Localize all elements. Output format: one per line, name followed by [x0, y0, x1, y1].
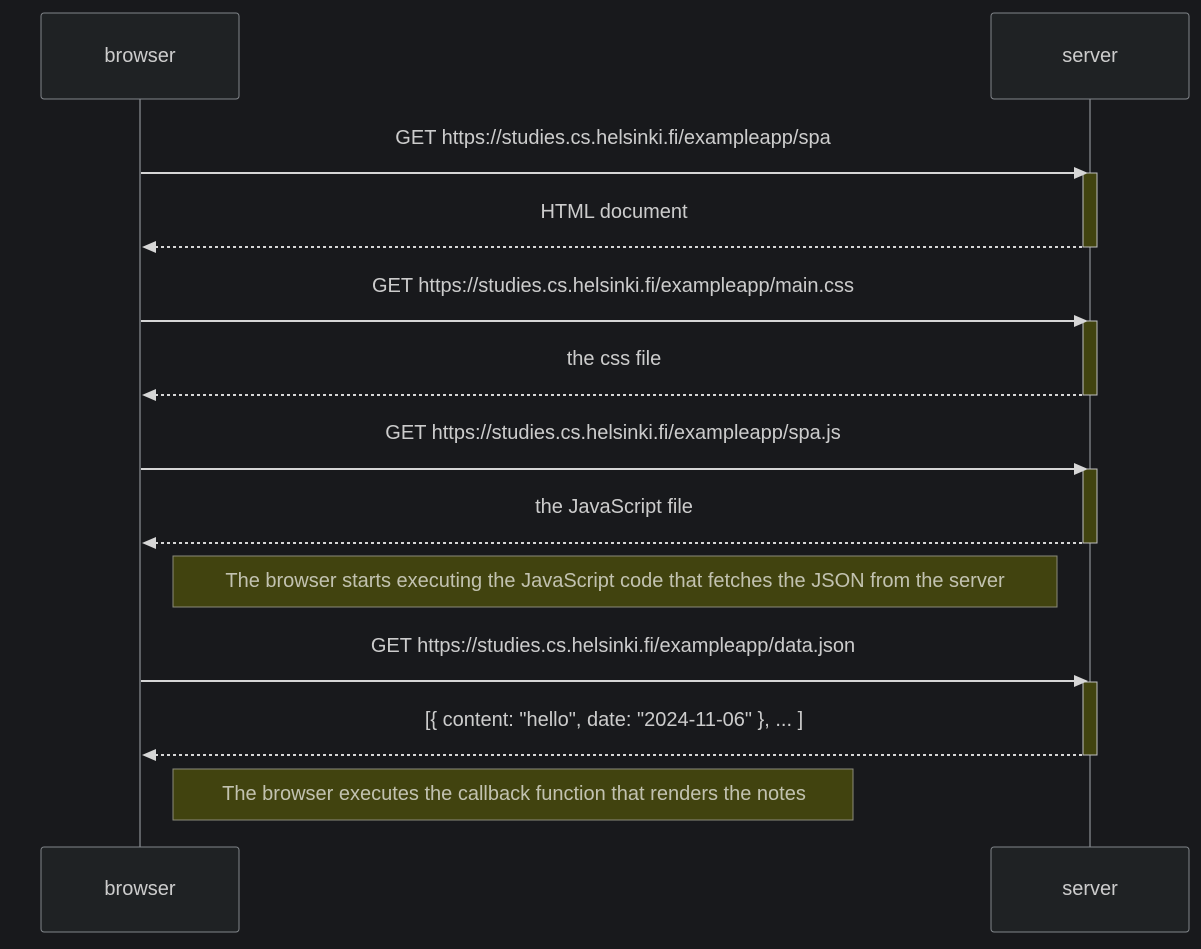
arrow-left-icon: [142, 389, 156, 401]
actor-browser-bottom: browser: [40, 846, 240, 933]
actor-server-bottom-label: server: [1062, 878, 1118, 900]
message-json-response: [{ content: "hello", date: "2024-11-06" …: [142, 709, 1083, 761]
arrow-right-icon: [1074, 167, 1088, 179]
message-label: GET https://studies.cs.helsinki.fi/examp…: [372, 275, 854, 297]
actor-browser-bottom-label: browser: [104, 878, 175, 900]
actor-browser-top-label: browser: [104, 45, 175, 67]
note-text: The browser executes the callback functi…: [222, 783, 806, 805]
message-label: the JavaScript file: [535, 496, 693, 518]
message-label: GET https://studies.cs.helsinki.fi/examp…: [371, 635, 855, 657]
arrow-right-icon: [1074, 315, 1088, 327]
actor-server-bottom: server: [990, 846, 1190, 933]
message-label: GET https://studies.cs.helsinki.fi/examp…: [395, 127, 831, 149]
note-js-execution: The browser starts executing the JavaScr…: [172, 555, 1058, 608]
arrow-left-icon: [142, 241, 156, 253]
server-activation: [1082, 681, 1098, 756]
arrow-left-icon: [142, 749, 156, 761]
message-get-data-json: GET https://studies.cs.helsinki.fi/examp…: [141, 635, 1088, 687]
message-get-main-css: GET https://studies.cs.helsinki.fi/examp…: [141, 275, 1088, 327]
message-label: HTML document: [540, 201, 688, 223]
message-label: GET https://studies.cs.helsinki.fi/examp…: [385, 422, 840, 444]
message-get-spa-js: GET https://studies.cs.helsinki.fi/examp…: [141, 422, 1088, 475]
message-css-file: the css file: [142, 348, 1083, 401]
server-activation: [1082, 172, 1098, 248]
arrow-right-icon: [1074, 463, 1088, 475]
actor-server-top-label: server: [1062, 45, 1118, 67]
arrow-left-icon: [142, 537, 156, 549]
note-text: The browser starts executing the JavaScr…: [225, 570, 1005, 592]
message-get-spa: GET https://studies.cs.helsinki.fi/examp…: [141, 127, 1088, 179]
message-label: [{ content: "hello", date: "2024-11-06" …: [425, 709, 803, 731]
actor-server-top: server: [990, 12, 1190, 100]
arrow-right-icon: [1074, 675, 1088, 687]
message-html-document: HTML document: [142, 201, 1083, 253]
message-label: the css file: [567, 348, 661, 370]
server-activation: [1082, 320, 1098, 396]
server-activation: [1082, 468, 1098, 544]
message-javascript-file: the JavaScript file: [142, 496, 1083, 549]
actor-browser-top: browser: [40, 12, 240, 100]
note-callback: The browser executes the callback functi…: [172, 768, 854, 821]
